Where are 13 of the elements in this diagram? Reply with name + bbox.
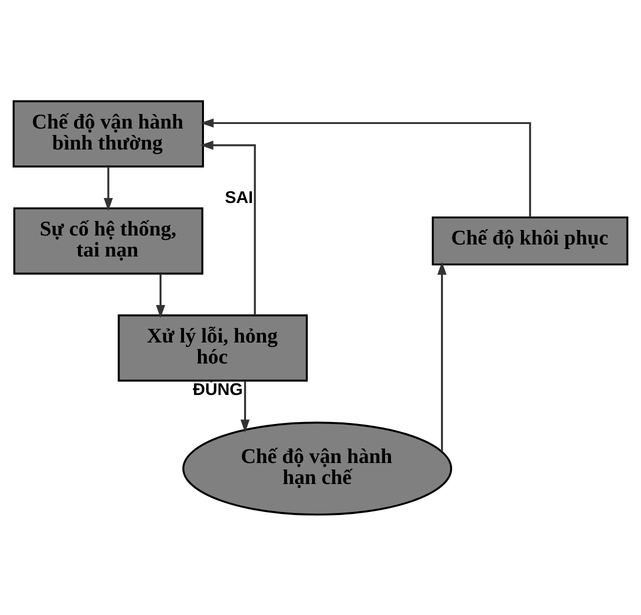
node-box: Sự cố hệ thống, tai nạn <box>13 206 204 274</box>
node-box: Xử lý lỗi, hỏng hóc <box>118 314 308 382</box>
arrow <box>240 380 250 432</box>
node-box: Chế độ vận hành bình thường <box>12 100 204 167</box>
arrow <box>200 118 532 217</box>
node-box: Chế độ khôi phục <box>432 216 628 265</box>
edge-label: ĐÚNG <box>192 379 243 398</box>
arrow <box>437 261 447 451</box>
edge-label: SAI <box>224 187 254 206</box>
node-ellipse: Chế độ vận hành hạn chế <box>182 421 452 516</box>
arrow <box>104 166 113 211</box>
arrow <box>156 273 166 318</box>
arrow <box>200 140 256 314</box>
